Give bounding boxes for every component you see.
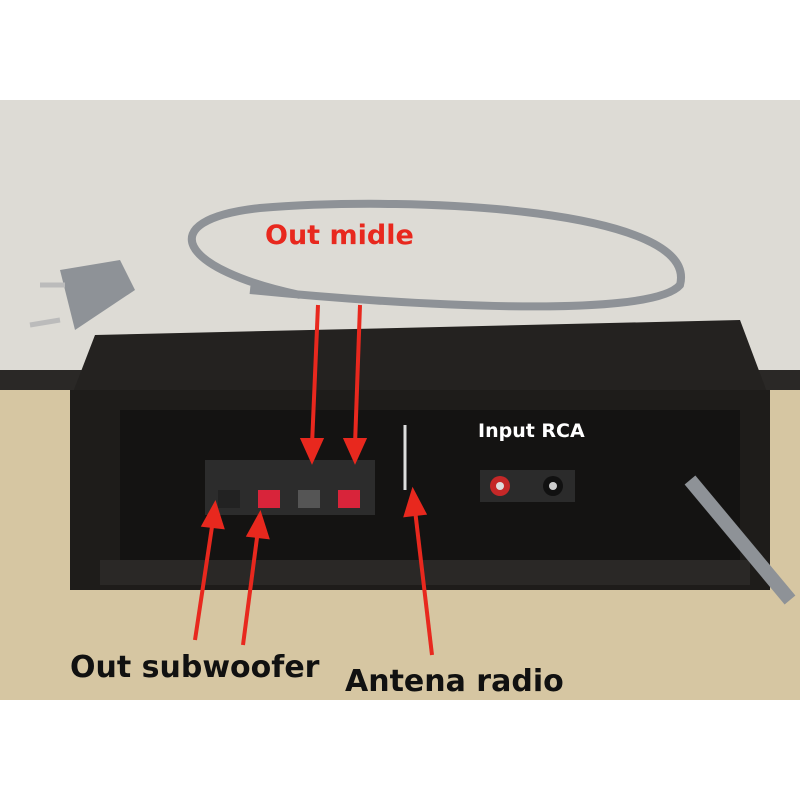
amplifier-photo	[0, 100, 800, 700]
box-top	[70, 320, 770, 400]
antena-radio-label: Antena radio	[345, 664, 564, 699]
out-midle-label: Out midle	[265, 220, 414, 251]
power-cable	[684, 475, 796, 605]
power-cord	[187, 199, 685, 311]
input-rca-label: Input RCA	[478, 420, 585, 442]
speaker-terminals	[205, 460, 375, 515]
rca-jacks	[480, 470, 575, 502]
arrows	[193, 304, 434, 656]
plug	[29, 260, 135, 330]
out-subwoofer-label: Out subwoofer	[70, 650, 320, 685]
